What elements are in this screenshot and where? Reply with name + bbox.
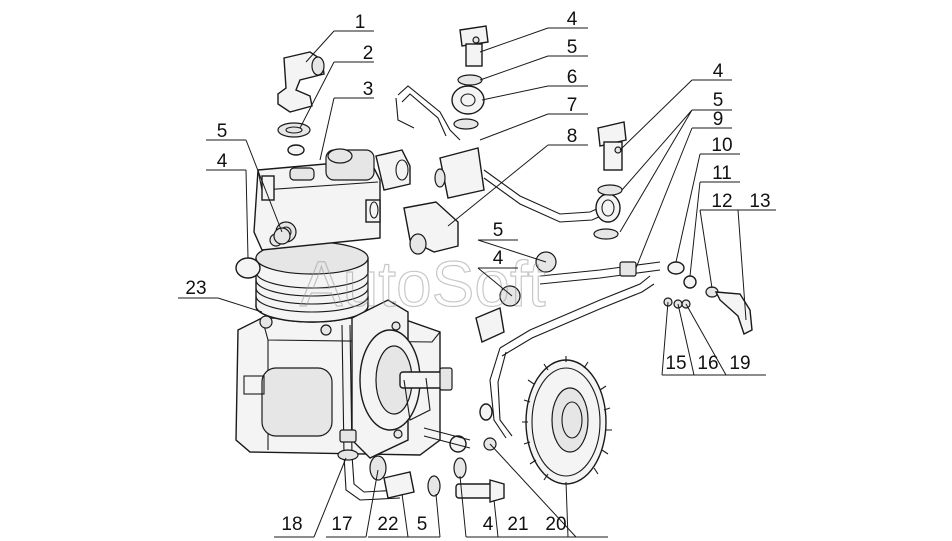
callout-8: 8 (567, 126, 578, 147)
lever-assembly (663, 261, 753, 335)
callout-23: 23 (185, 278, 206, 299)
watermark: AutoSoft (300, 248, 546, 320)
callout-9: 9 (713, 109, 724, 130)
callout-4-left: 4 (217, 151, 228, 172)
callout-10: 10 (711, 135, 732, 156)
banjo-bolt-lower (455, 479, 505, 503)
feed-pipe (395, 85, 621, 223)
unloader-pipe (423, 261, 661, 453)
callout-13: 13 (749, 191, 770, 212)
callout-22: 5 (417, 514, 428, 535)
banjo-bolt-mid (475, 307, 505, 343)
callout-11: 11 (712, 163, 732, 184)
callout-4-mid: 4 (493, 248, 504, 269)
callout-18: 17 (331, 514, 352, 535)
cylinder-head (253, 144, 411, 251)
cylinder (255, 241, 369, 323)
elbow-fitting (277, 51, 325, 138)
callout-7: 7 (567, 95, 578, 116)
callout-3: 3 (363, 79, 374, 100)
banjo-bolt-left (235, 257, 261, 279)
callout-5-left: 5 (217, 121, 228, 142)
callout-4-bottom: 21 (507, 514, 528, 535)
callout-12: 12 (711, 191, 732, 212)
front-flange (351, 299, 453, 459)
callout-5-bottom: 4 (483, 514, 494, 535)
callout-labels: 1 2 3 4 5 6 7 8 4 5 9 10 11 12 13 5 4 5 … (185, 9, 770, 535)
callout-16: 19 (729, 353, 750, 374)
callout-2: 2 (363, 43, 374, 64)
callout-21: 20 (545, 514, 566, 535)
callout-19: 18 (281, 514, 302, 535)
callout-17: 22 (377, 514, 398, 535)
callout-5-top: 5 (567, 37, 578, 58)
callout-4-top: 4 (567, 9, 578, 30)
gear (522, 356, 612, 485)
connector (403, 201, 459, 255)
leader-lines (178, 27, 776, 538)
callout-6: 6 (567, 67, 578, 88)
banjo-bolt-top (459, 25, 489, 67)
callout-15: 16 (697, 353, 718, 374)
callout-14: 15 (665, 353, 686, 374)
oil-pipe (337, 324, 415, 501)
callout-4-right: 4 (713, 61, 724, 82)
banjo-bolt-right (597, 121, 627, 171)
washers (273, 74, 623, 497)
callout-5-mid: 5 (493, 220, 504, 241)
callout-5-right: 5 (713, 90, 724, 111)
callout-1: 1 (355, 12, 366, 33)
